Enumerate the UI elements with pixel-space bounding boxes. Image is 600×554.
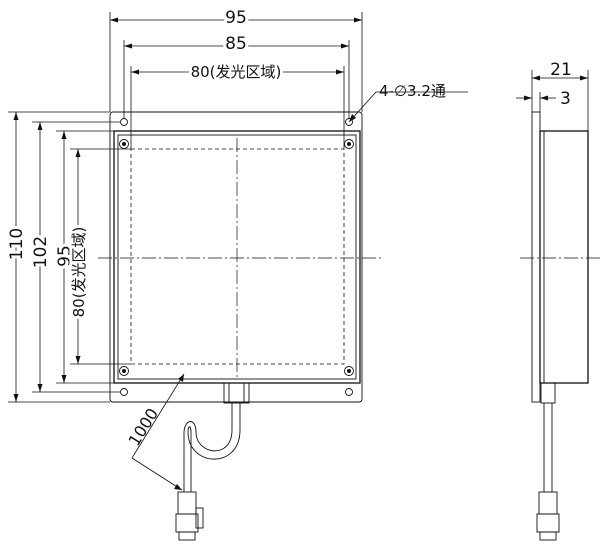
screw-bottom-right bbox=[344, 366, 354, 376]
dim-height-holes: 102 bbox=[31, 236, 51, 268]
dim-height-emitting: 80(发光区域) bbox=[70, 227, 88, 318]
mount-hole-bottom-left bbox=[120, 388, 128, 396]
side-cable-gland bbox=[540, 382, 556, 404]
hole-callout: 4-∅3.2通 bbox=[379, 82, 446, 100]
cable-gland bbox=[223, 382, 250, 404]
dim-cable-length: 1000 bbox=[124, 405, 162, 450]
dim-width-emitting: 80(发光区域) bbox=[191, 63, 282, 81]
emitting-area bbox=[130, 148, 345, 365]
side-cable-connector bbox=[536, 491, 560, 541]
dim-height-body: 95 bbox=[55, 245, 75, 267]
dim-height-overall: 110 bbox=[7, 228, 27, 260]
mount-hole-bottom-right bbox=[345, 388, 353, 396]
mounting-plate bbox=[109, 111, 363, 403]
side-body bbox=[539, 130, 589, 384]
mount-hole-top-right bbox=[345, 118, 353, 126]
side-view: 21 3 bbox=[516, 60, 600, 541]
front-view: 95 85 80(发光区域) 110 102 9 bbox=[4, 5, 468, 541]
dim-width-holes: 85 bbox=[225, 34, 247, 54]
dim-plate-thickness: 3 bbox=[560, 89, 571, 109]
screw-top-left bbox=[119, 139, 129, 149]
cable bbox=[183, 403, 241, 492]
screw-top-right bbox=[344, 139, 354, 149]
dim-depth-overall: 21 bbox=[550, 60, 572, 80]
dim-width-overall: 95 bbox=[225, 8, 247, 28]
cable-connector bbox=[175, 491, 204, 541]
screw-bottom-left bbox=[119, 366, 129, 376]
mount-hole-top-left bbox=[120, 118, 128, 126]
side-mounting-plate bbox=[531, 111, 541, 403]
light-body-inner bbox=[117, 134, 357, 380]
